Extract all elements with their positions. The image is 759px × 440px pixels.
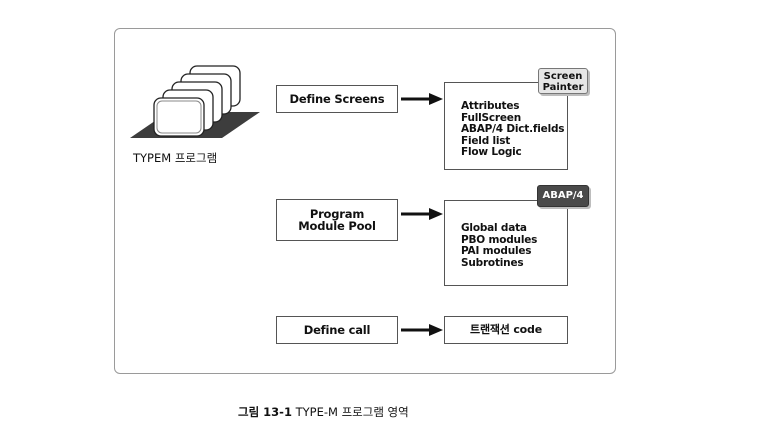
transaction-code-box: 트랜잭션 code [444, 316, 568, 344]
define-screens-label: Define Screens [289, 92, 385, 106]
figure-title: TYPE-M 프로그램 영역 [295, 405, 409, 419]
list-item: Subrotines [461, 256, 524, 269]
program-module-pool-label: Program Module Pool [298, 207, 376, 233]
abap-modules-box: Global data PBO modules PAI modules Subr… [444, 200, 568, 286]
list-item: ABAP/4 Dict.fields [461, 123, 565, 135]
list-item: FullScreen [461, 111, 522, 124]
define-screens-box: Define Screens [276, 85, 398, 113]
list-item: Attributes [461, 100, 520, 112]
define-call-box: Define call [276, 316, 398, 344]
abap4-tag: ABAP/4 [537, 185, 589, 207]
screen-painter-box: Attributes FullScreen ABAP/4 Dict.fields… [444, 82, 568, 170]
transaction-code-label: 트랜잭션 code [470, 323, 542, 336]
define-call-label: Define call [303, 323, 371, 337]
figure-caption: 그림 13-1 TYPE-M 프로그램 영역 [238, 404, 409, 420]
program-stack-label: TYPEM 프로그램 [133, 151, 218, 165]
list-item: Field list [461, 134, 511, 147]
screen-painter-tag: Screen Painter [538, 68, 588, 94]
program-stack-icon [130, 65, 260, 138]
arrow-right-icon [401, 324, 443, 336]
arrow-right-icon [401, 93, 443, 105]
arrow-right-icon [401, 208, 443, 220]
list-item: PAI modules [461, 245, 532, 257]
figure-number: 그림 13-1 [238, 405, 292, 419]
list-item: Flow Logic [461, 146, 522, 158]
list-item: PBO modules [461, 233, 538, 246]
program-module-pool-box: Program Module Pool [276, 199, 398, 241]
list-item: Global data [461, 222, 527, 234]
